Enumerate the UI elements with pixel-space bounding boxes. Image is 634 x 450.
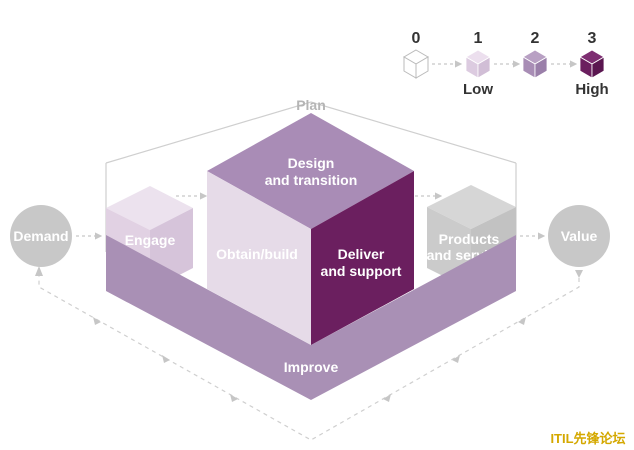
- watermark: ITIL先锋论坛: [550, 431, 625, 446]
- improve-label: Improve: [284, 359, 339, 375]
- products-label-line1: Products: [439, 231, 500, 247]
- value-circle: [548, 205, 610, 267]
- design-label-line2: and transition: [265, 172, 358, 188]
- improve-base: [106, 235, 516, 400]
- legend-num-2: 2: [531, 30, 540, 47]
- legend: 0 1 2 3 Low High: [403, 30, 609, 98]
- central-cube: [207, 113, 414, 345]
- loop-arrowhead-demand: [35, 266, 43, 276]
- legend-cube-0: [403, 49, 429, 79]
- legend-cube-2: [522, 49, 548, 79]
- design-label-line1: Design: [288, 155, 335, 171]
- demand-circle: [10, 205, 72, 267]
- deliver-label-line1: Deliver: [338, 246, 385, 262]
- deliver-face: [311, 171, 414, 345]
- design-face: [207, 113, 414, 229]
- legend-cube-3: [579, 49, 605, 79]
- engage-label: Engage: [125, 232, 176, 248]
- plan-label: Plan: [296, 97, 326, 113]
- legend-num-3: 3: [588, 30, 597, 47]
- loop-arrowhead-value: [575, 270, 583, 278]
- value-label: Value: [561, 228, 598, 244]
- legend-cube-1: [465, 49, 491, 79]
- legend-num-1: 1: [474, 30, 483, 47]
- deliver-label-line2: and support: [321, 263, 402, 279]
- legend-num-0: 0: [412, 30, 421, 47]
- legend-caption-high: High: [575, 81, 608, 98]
- feedback-loop: [35, 266, 583, 441]
- legend-caption-low: Low: [463, 81, 493, 98]
- obtain-label: Obtain/build: [216, 246, 298, 262]
- demand-label: Demand: [13, 228, 68, 244]
- obtain-face: [207, 171, 311, 345]
